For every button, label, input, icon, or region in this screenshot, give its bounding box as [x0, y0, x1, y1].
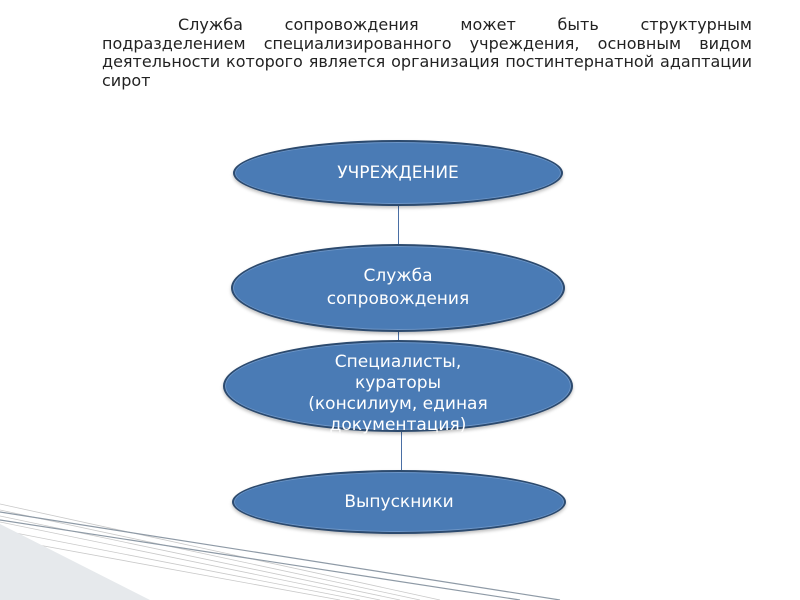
- node-label: Специалисты, кураторы (консилиум, единая…: [308, 352, 488, 435]
- connector-line: [401, 432, 402, 470]
- node-label: УЧРЕЖДЕНИЕ: [337, 163, 459, 183]
- connector-line: [398, 206, 399, 244]
- decorative-stripes: [0, 503, 561, 600]
- node-specialists: Специалисты, кураторы (консилиум, единая…: [223, 340, 573, 435]
- connector-line: [398, 332, 399, 342]
- node-label: Выпускники: [344, 492, 454, 512]
- node-support-service: Служба сопровождения: [231, 244, 565, 332]
- intro-text: Служба сопровождения может быть структур…: [102, 15, 752, 90]
- node-label: Служба сопровождения: [326, 266, 470, 309]
- node-graduates: Выпускники: [232, 470, 566, 534]
- node-institution: УЧРЕЖДЕНИЕ: [233, 140, 563, 206]
